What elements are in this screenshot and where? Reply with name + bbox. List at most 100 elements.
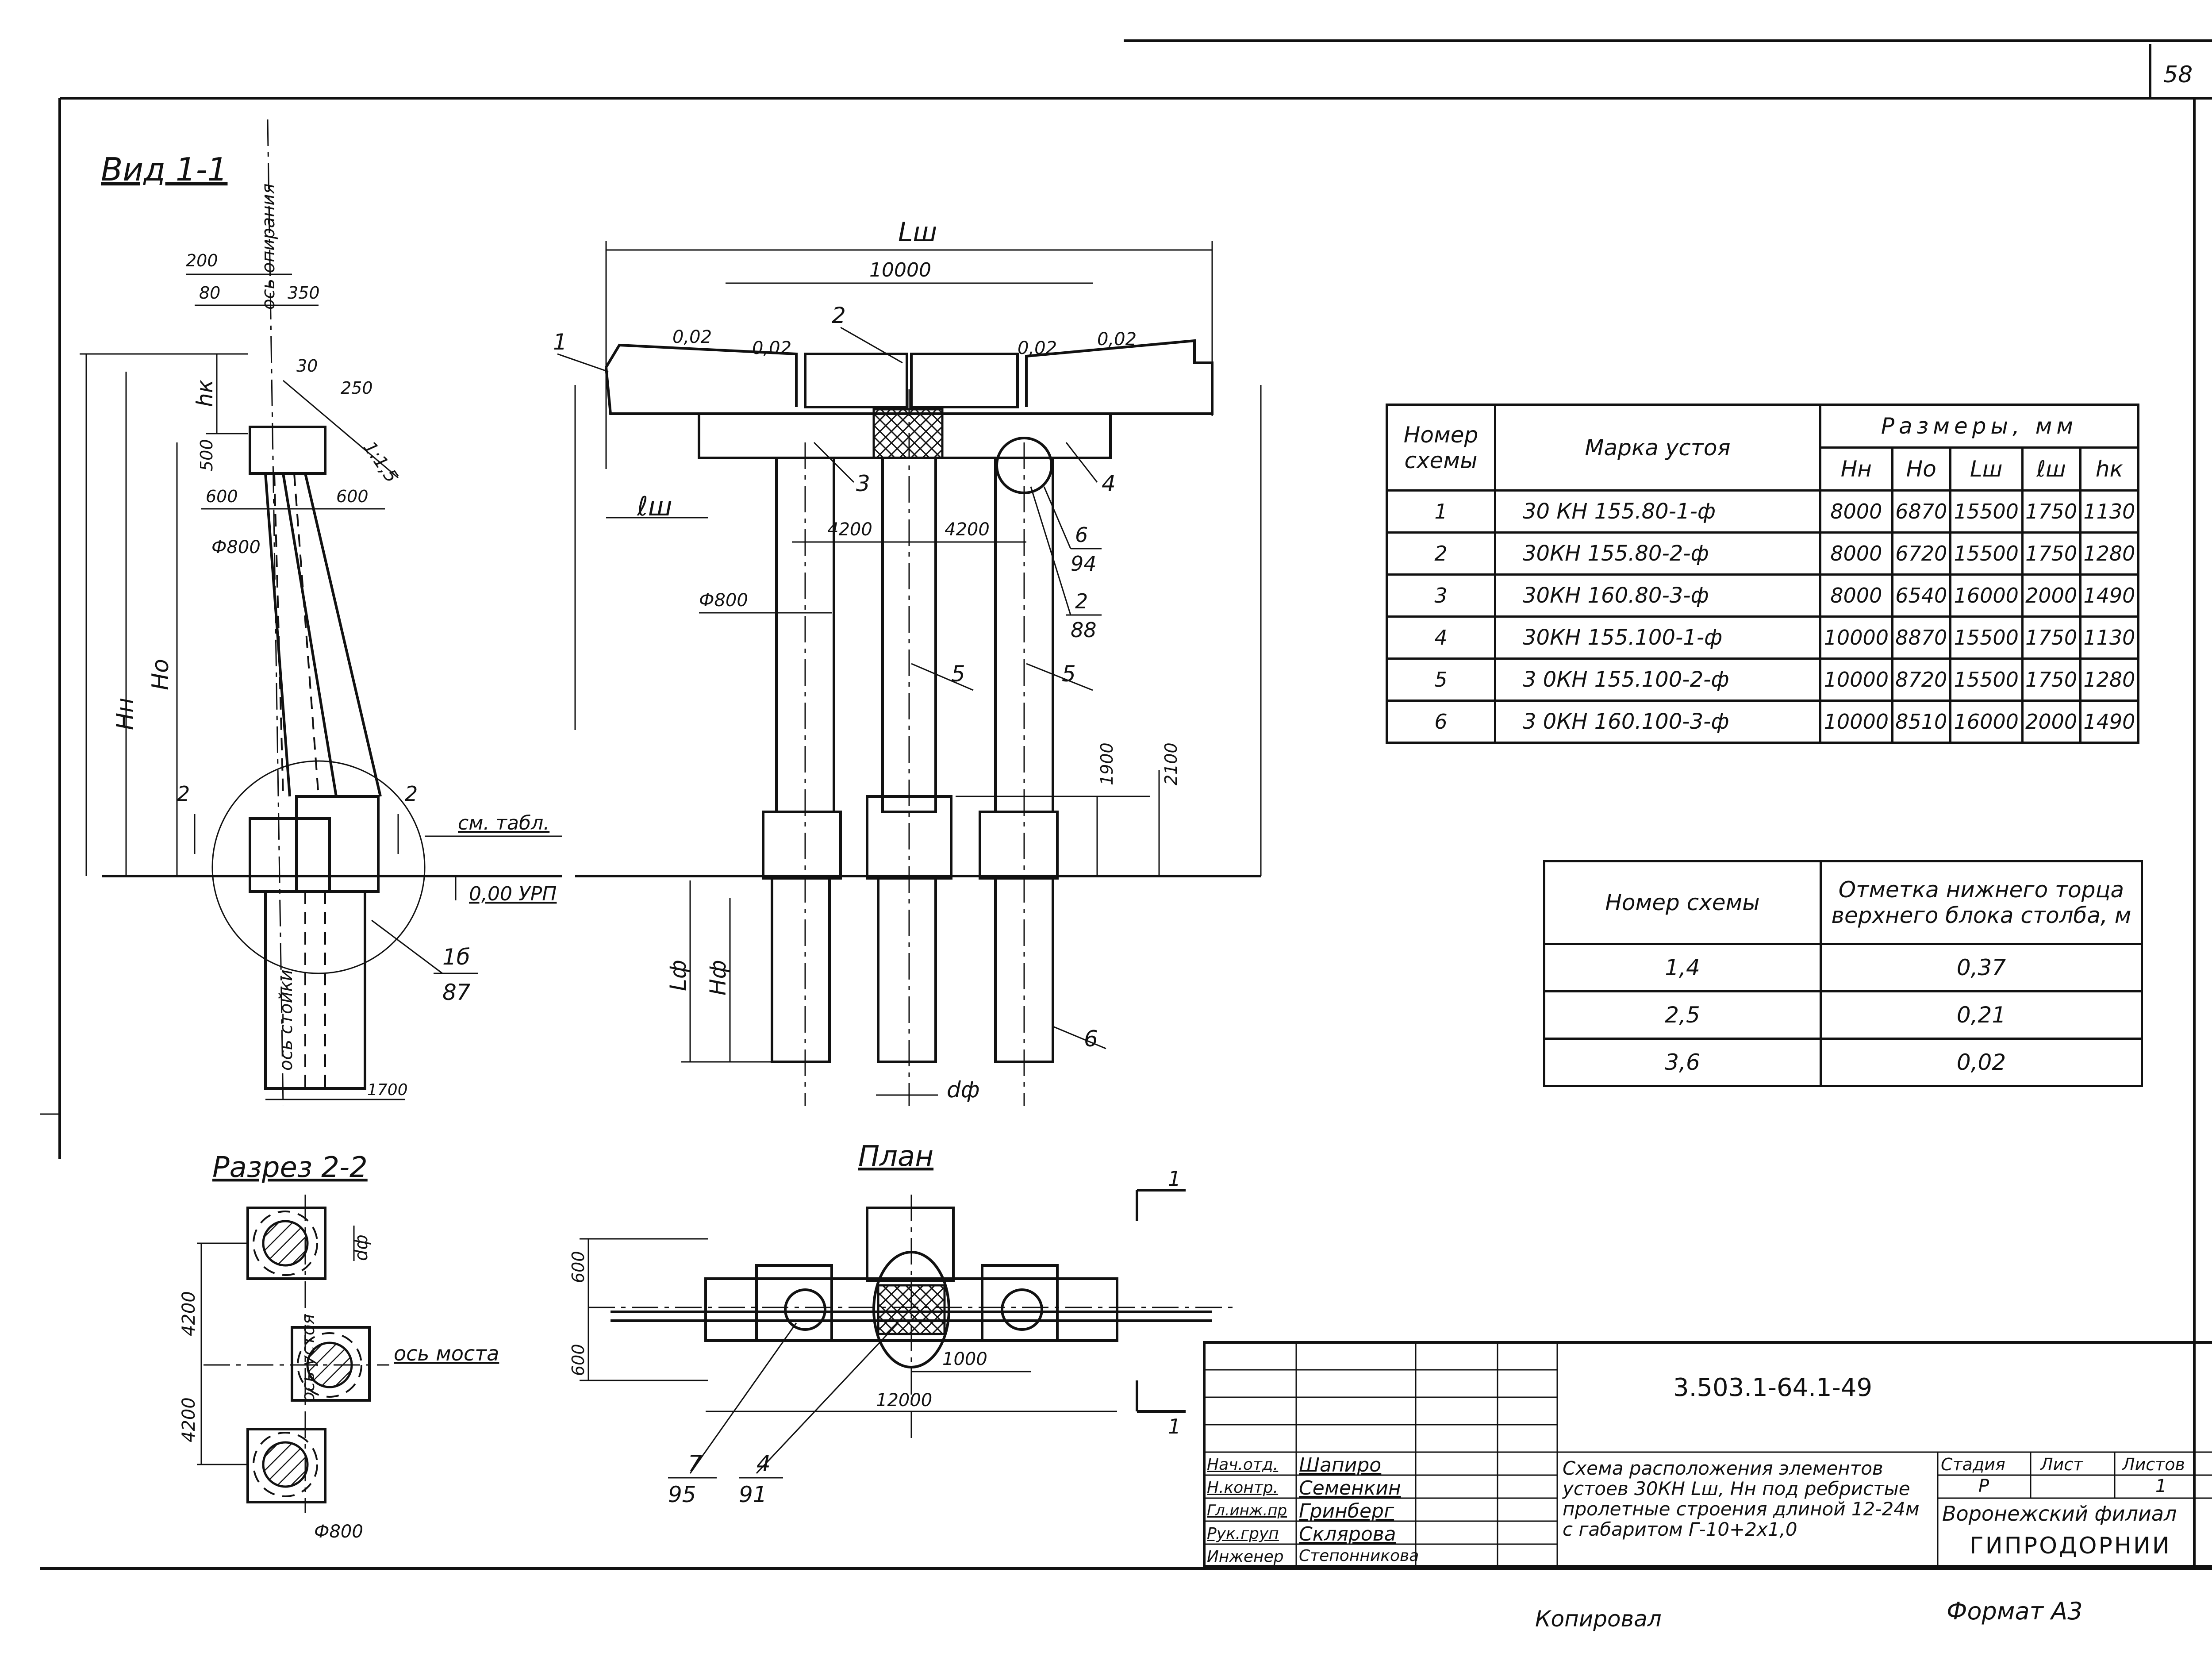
callout-95: 95 — [668, 1482, 696, 1507]
dim-4200-sec-b: 4200 — [179, 1397, 199, 1442]
cell-mark-value: 0,21 — [1820, 990, 2143, 1040]
table-row: 4 30КН 155.100-1-ф 10000 8870 15500 1750… — [1386, 615, 2140, 660]
support-axis-label: ось опирания — [258, 184, 279, 310]
cell-mark: 30КН 160.80-3-ф — [1494, 573, 1821, 618]
cell-scheme: 5 — [1386, 657, 1496, 702]
cell-ho: 8510 — [1891, 700, 1951, 744]
dim-10000: 10000 — [869, 259, 931, 281]
front-elevation: Lш 10000 0,02 0,02 0,02 0,02 1 2 3 4 ℓш — [553, 217, 1262, 1106]
doc-code: 3.503.1-64.1-49 — [1673, 1373, 1873, 1402]
person-name: Шапиро — [1299, 1454, 1382, 1476]
slope-002-b: 0,02 — [752, 338, 791, 358]
cell-scheme: 3 — [1386, 573, 1496, 618]
person-role: Н.контр. — [1207, 1479, 1279, 1497]
callout-94: 94 — [1071, 552, 1097, 576]
cell-l-small: 1750 — [2021, 615, 2081, 660]
cell-hn: 10000 — [1819, 700, 1893, 744]
cut-mark-1-bottom: 1 — [1168, 1414, 1181, 1438]
hn-label: Нн — [112, 698, 138, 730]
cell-hn: 10000 — [1819, 657, 1893, 702]
dim-600-plan-bot: 600 — [568, 1344, 588, 1376]
cell-scheme: 1,4 — [1543, 943, 1822, 992]
cell-hk: 1280 — [2079, 531, 2140, 576]
cell-lsh: 15500 — [1949, 615, 2024, 660]
section-2-2: Разрез 2-2 ось моста ось устоя 4200 4200… — [179, 1151, 499, 1542]
cell-ho: 8720 — [1891, 657, 1951, 702]
dim-4200-right: 4200 — [945, 519, 990, 540]
slope-002-d: 0,02 — [1097, 329, 1137, 350]
plan-title: План — [858, 1140, 933, 1173]
cell-hk: 1490 — [2079, 573, 2140, 618]
dim-1700: 1700 — [367, 1081, 408, 1099]
cell-ho: 6870 — [1891, 489, 1951, 534]
col-scheme-number: Номер схемы — [1543, 860, 1822, 945]
cell-mark-value: 0,02 — [1820, 1038, 2143, 1087]
table-row: 3 30КН 160.80-3-ф 8000 6540 16000 2000 1… — [1386, 573, 2140, 618]
dim-1000: 1000 — [942, 1349, 987, 1369]
cell-lsh: 16000 — [1949, 573, 2024, 618]
cell-lsh: 15500 — [1949, 531, 2024, 576]
cell-scheme: 4 — [1386, 615, 1496, 660]
column-axis-label: ось стойки — [276, 969, 296, 1071]
callout-88: 88 — [1071, 618, 1097, 642]
title-block-frame — [1203, 1341, 2212, 1568]
callout-5-a: 5 — [951, 661, 965, 687]
person-name: Степонникова — [1299, 1547, 1419, 1565]
col-scheme-number: Номер схемы — [1386, 404, 1496, 492]
cell-scheme: 1 — [1386, 489, 1496, 534]
callout-3: 3 — [856, 471, 870, 496]
plan-view: План 600 600 1000 12000 1 1 7 95 4 — [568, 1140, 1239, 1507]
lsh-top-label: Lш — [898, 217, 937, 248]
hf-label: Нф — [705, 960, 731, 996]
cell-scheme: 3,6 — [1543, 1038, 1822, 1087]
diam-800-sec: Ф800 — [314, 1522, 363, 1542]
section-2-2-title: Разрез 2-2 — [212, 1151, 368, 1184]
footer-copied: Копировал — [1535, 1606, 1662, 1632]
stage-label: Стадия — [1941, 1455, 2005, 1474]
col-l-small: ℓш — [2021, 446, 2081, 492]
dim-30: 30 — [296, 356, 318, 376]
table-row: 2,5 0,21 — [1543, 990, 2143, 1040]
cell-mark: 3 0КН 155.100-2-ф — [1494, 657, 1821, 702]
df-label: dф — [947, 1077, 980, 1103]
person-role: Гл.инж.пр — [1207, 1502, 1287, 1519]
sheets-value: 1 — [2155, 1476, 2167, 1496]
dim-1900: 1900 — [1097, 742, 1117, 785]
abutment-sizes-table: Номер схемы Марка устоя Размеры, мм Нн Н… — [1386, 404, 2140, 744]
lf-label: Lф — [665, 960, 691, 991]
hk-label: hк — [192, 380, 218, 407]
cell-ho: 6540 — [1891, 573, 1951, 618]
section-mark-2-right: 2 — [405, 782, 418, 806]
col-bottom-mark: Отметка нижнего торца верхнего блока сто… — [1820, 860, 2143, 945]
org-name-2: ГИПРОДОРНИИ — [1970, 1533, 2171, 1559]
sheet-frame — [40, 39, 2212, 1570]
cell-lsh: 16000 — [1949, 700, 2024, 744]
callout-2-b: 2 — [1075, 589, 1088, 613]
dim-80: 80 — [199, 283, 220, 303]
col-ho: Но — [1891, 446, 1951, 492]
lsh-small-label: ℓш — [637, 491, 672, 522]
cell-hk: 1280 — [2079, 657, 2140, 702]
cell-mark: 30КН 155.80-2-ф — [1494, 531, 1821, 576]
col-lsh: Lш — [1949, 446, 2024, 492]
dim-4200-sec-a: 4200 — [179, 1291, 199, 1336]
doc-description: Схема расположения элементов устоев 30КН… — [1563, 1457, 1920, 1540]
cell-hn: 8000 — [1819, 573, 1893, 618]
col-sizes: Размеры, мм — [1819, 404, 2139, 449]
stage-value: Р — [1978, 1476, 1989, 1496]
dim-600-plan-top: 600 — [568, 1251, 588, 1283]
col-hk: hк — [2079, 446, 2140, 492]
cell-hk: 1490 — [2079, 700, 2140, 744]
cell-scheme: 2,5 — [1543, 990, 1822, 1040]
table-row: 1,4 0,37 — [1543, 943, 2143, 992]
cell-l-small: 2000 — [2021, 700, 2081, 744]
person-role: Нач.отд. — [1207, 1456, 1279, 1474]
org-name-1: Воронежский филиал — [1942, 1502, 2177, 1526]
df-sec-label: dф — [351, 1234, 372, 1261]
block-level-table: Номер схемы Отметка нижнего торца верхне… — [1543, 860, 2143, 1087]
cut-mark-1-top: 1 — [1168, 1167, 1181, 1191]
dim-250: 250 — [341, 378, 373, 398]
callout-1: 1 — [553, 329, 567, 355]
bridge-axis-label: ось моста — [394, 1341, 499, 1365]
cell-lsh: 15500 — [1949, 489, 2024, 534]
